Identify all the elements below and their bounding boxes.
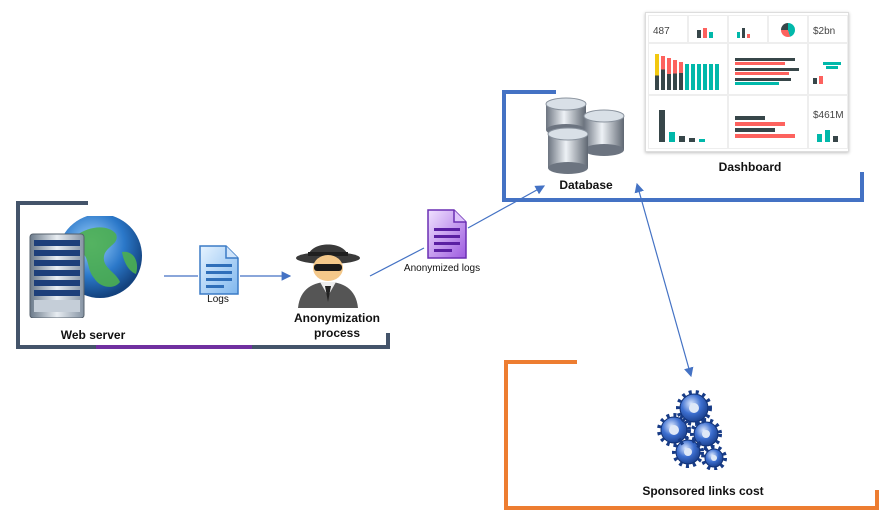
logs-label: Logs [207,294,229,305]
dashboard-label: Dashboard [718,160,782,174]
dashboard-kpi-value-3: $461M [813,110,844,121]
database-bracket [502,90,864,202]
database-cylinders-icon [545,97,625,174]
dashboard-kpi-value-1: 487 [653,26,670,37]
anonymous-spy-icon [296,244,360,308]
anonymized-logs-label: Anonymized logs [403,263,481,274]
sponsored-links-label: Sponsored links cost [642,484,764,498]
document-icon [199,245,239,295]
dashboard-kpi-value-2: $2bn [813,26,836,37]
dashboard-thumbnail: 487 $2bn [645,12,849,152]
dashboard-kpi-tile: $2bn [808,15,848,43]
dashboard-mini-chart-tile [688,15,728,43]
dashboard-hbar-tile-2 [728,95,808,149]
gears-icon [657,390,727,470]
purple-document-icon [427,209,467,259]
dashboard-stacked-bar-tile [648,43,728,95]
web-server-bracket [16,201,390,349]
arrow-database-to-sponsored [634,182,694,378]
anonymization-label-line2: process [313,326,361,340]
dashboard-funnel-tile [808,43,848,95]
dashboard-hbar-tile [728,43,808,95]
database-label: Database [559,178,613,192]
anonymization-label-line1: Anonymization [294,311,380,325]
web-server-label: Web server [60,328,126,342]
server-globe-icon [29,216,142,318]
dashboard-bar-tile [648,95,728,149]
arrow-anonymized-to-database [467,185,546,229]
dashboard-kpi-tile-3: $461M [808,95,848,149]
dashboard-kpi-tile: 487 [648,15,688,43]
sponsored-bracket [504,360,879,510]
dashboard-donut-tile [768,15,808,43]
arrow-anonymization-to-anonymized [369,247,425,277]
dashboard-mini-chart-tile [728,15,768,43]
